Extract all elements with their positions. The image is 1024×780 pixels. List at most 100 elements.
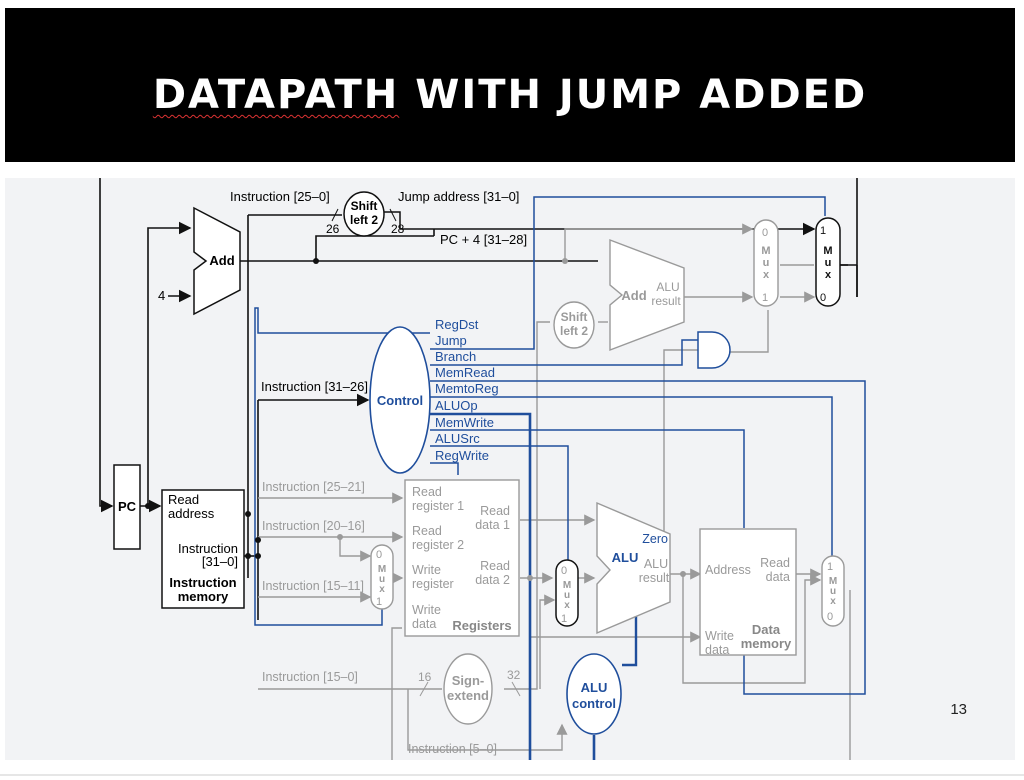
regdst-mux-M: M xyxy=(378,564,386,575)
control-label: Control xyxy=(377,393,423,408)
datapath-diagram: Instruction [25–0] Shift left 2 26 28 Ju… xyxy=(5,178,1015,760)
register-file: Read register 1 Read register 2 Write re… xyxy=(404,479,520,637)
reg-read1-line1: Read xyxy=(412,485,442,499)
alu-control: ALU control xyxy=(566,653,622,735)
sign-extend: Sign- extend xyxy=(443,653,493,725)
reg-read2-line1: Read xyxy=(412,524,442,538)
memtoreg-mux-M: M xyxy=(829,576,837,587)
bottom-divider xyxy=(0,774,1024,776)
shift-jump-line2: left 2 xyxy=(350,213,378,227)
pc-adder-label: Add xyxy=(209,253,234,268)
label-26: 26 xyxy=(326,222,340,236)
registers-name: Registers xyxy=(452,618,511,633)
branch-mux-M: M xyxy=(761,245,770,257)
branch-mux-0: 0 xyxy=(762,227,768,239)
reg-rdata1-line1: Read xyxy=(480,504,510,518)
imem-instr-line1: Instruction xyxy=(178,541,238,556)
branch-mux-x: x xyxy=(763,269,770,281)
alusrc-mux-x: x xyxy=(564,600,570,611)
aluop-wire xyxy=(430,412,596,760)
branch-adder-result2: result xyxy=(651,294,681,308)
branch-mux-u: u xyxy=(763,257,770,269)
branch-mux-1: 1 xyxy=(762,292,768,304)
alu-control-out-wire xyxy=(622,600,638,667)
dmem-write-line2: data xyxy=(705,643,729,657)
field-5-0: Instruction [5–0] xyxy=(408,742,497,756)
gray-junction-dots xyxy=(337,258,686,581)
memtoreg-mux: 1 M u x 0 xyxy=(821,555,845,627)
reg-rdata1-line2: data 1 xyxy=(475,518,510,532)
reg-read1-line2: register 1 xyxy=(412,499,464,513)
branch-adder-result1: ALU xyxy=(656,280,679,294)
alusrc-mux-0: 0 xyxy=(561,565,567,577)
alusrc-mux-1: 1 xyxy=(561,613,567,625)
signal-memtoreg: MemtoReg xyxy=(435,381,499,396)
signal-jump: Jump xyxy=(435,333,467,348)
gray-wires xyxy=(258,223,851,760)
label-instruction-31-26: Instruction [31–26] xyxy=(261,379,368,394)
signal-regdst: RegDst xyxy=(435,317,479,332)
regdst-mux: 0 M u x 1 xyxy=(370,544,394,610)
alu-control-line2: control xyxy=(572,696,616,711)
alusrc-mux-M: M xyxy=(563,580,571,591)
label-28: 28 xyxy=(391,222,405,236)
reg-write-line2: register xyxy=(412,577,454,591)
jump-mux-u: u xyxy=(825,257,832,269)
shift-jump-line1: Shift xyxy=(351,199,378,213)
reg-wdata-line2: data xyxy=(412,617,436,631)
alu-zero-label: Zero xyxy=(642,532,668,546)
signal-aluop: ALUOp xyxy=(435,398,478,413)
label-jump-address: Jump address [31–0] xyxy=(398,189,519,204)
jump-mux-M: M xyxy=(823,245,832,257)
pc-adder: Add xyxy=(193,206,241,316)
shift-left2-jump: Shift left 2 xyxy=(343,191,385,237)
branch-adder: Add ALU result xyxy=(609,238,685,352)
jump-mux: 1 M u x 0 xyxy=(815,217,841,307)
field-15-0: Instruction [15–0] xyxy=(262,670,358,684)
dmem-read-line1: Read xyxy=(760,556,790,570)
signal-memwrite: MemWrite xyxy=(435,415,494,430)
title-bar: DATAPATH WITH JUMP ADDED xyxy=(5,8,1015,162)
memtoreg-mux-u: u xyxy=(830,586,836,597)
alusrc-mux: 0 M u x 1 xyxy=(555,559,579,627)
dmem-name-line1: Data xyxy=(752,622,781,637)
label-32: 32 xyxy=(507,668,521,682)
instruction-fields: Instruction [25–21] Instruction [20–16] … xyxy=(262,480,497,756)
alusrc-mux-u: u xyxy=(564,590,570,601)
control-signals: RegDst Jump Branch MemRead MemtoReg ALUO… xyxy=(435,317,499,463)
dmem-write-line1: Write xyxy=(705,629,734,643)
data-memory: Address Read data Write data Data memory xyxy=(699,528,797,657)
branch-mux: 0 M u x 1 xyxy=(753,219,779,307)
shift-left2-branch: Shift left 2 xyxy=(553,301,595,349)
dmem-name-line2: memory xyxy=(741,636,792,651)
pc-label: PC xyxy=(118,499,137,514)
field-20-16: Instruction [20–16] xyxy=(262,519,365,533)
memtoreg-mux-x: x xyxy=(830,596,836,607)
imem-name-line1: Instruction xyxy=(169,575,236,590)
blue-control-wires xyxy=(254,196,866,695)
label-16: 16 xyxy=(418,670,432,684)
sign-extend-line2: extend xyxy=(447,688,489,703)
memtoreg-mux-0: 0 xyxy=(827,611,833,623)
sign-extend-line1: Sign- xyxy=(452,673,485,688)
label-instruction-25-0: Instruction [25–0] xyxy=(230,189,330,204)
regdst-mux-x: x xyxy=(379,584,385,595)
reg-wdata-line1: Write xyxy=(412,603,441,617)
jump-mux-1: 1 xyxy=(820,225,826,237)
junction-dots xyxy=(145,258,319,559)
datapath-svg: Instruction [25–0] Shift left 2 26 28 Ju… xyxy=(99,178,866,760)
jump-mux-0: 0 xyxy=(820,292,826,304)
control-unit: Control xyxy=(369,326,431,474)
imem-read-line2: address xyxy=(168,506,215,521)
signal-memread: MemRead xyxy=(435,365,495,380)
regdst-mux-u: u xyxy=(379,574,385,585)
page-number: 13 xyxy=(950,701,967,718)
regdst-mux-1: 1 xyxy=(376,596,382,608)
branch-adder-label: Add xyxy=(621,288,646,303)
main-alu: ALU Zero ALU result xyxy=(596,501,671,635)
alu-result-line2: result xyxy=(639,571,670,585)
alu-label: ALU xyxy=(612,550,639,565)
label-four: 4 xyxy=(158,288,165,303)
reg-write-line1: Write xyxy=(412,563,441,577)
signal-regwrite: RegWrite xyxy=(435,448,489,463)
